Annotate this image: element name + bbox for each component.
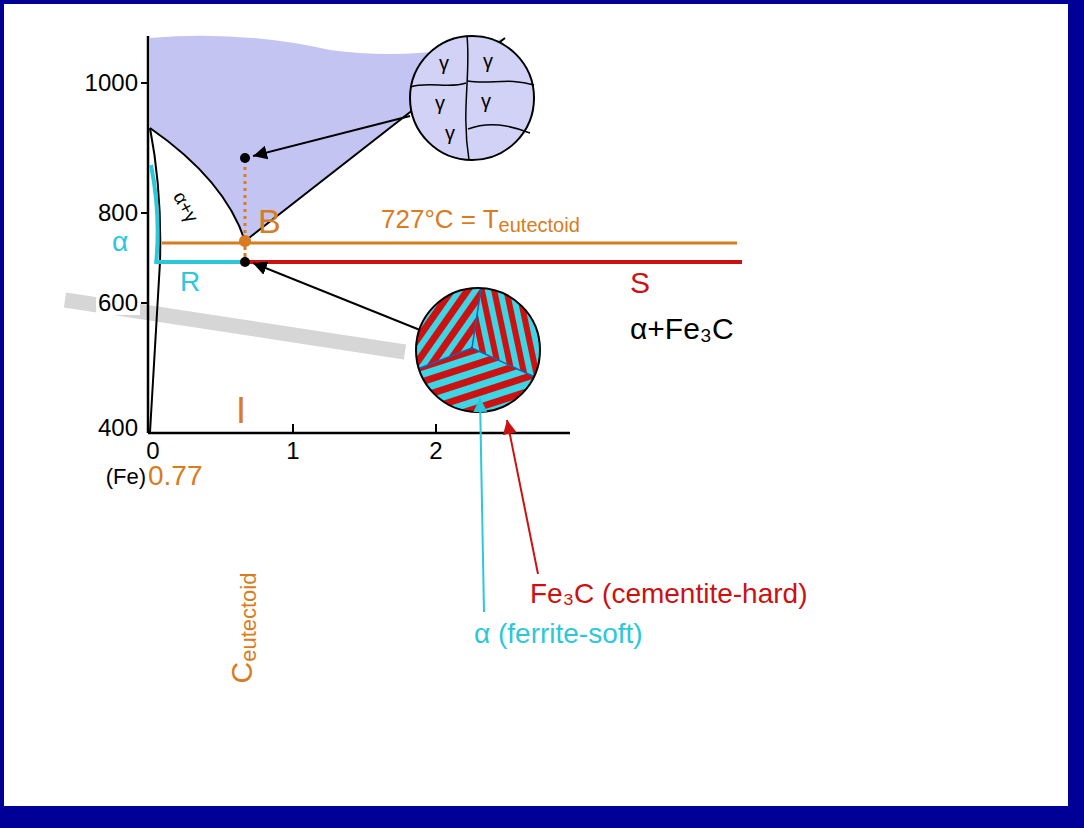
composition-marker: I	[236, 393, 246, 429]
cooling-path	[244, 246, 247, 258]
state-point	[240, 257, 250, 267]
label-group: 727°C = Teutectoid	[381, 206, 580, 235]
leader-arrow	[507, 420, 538, 574]
leader-arrow	[253, 263, 420, 330]
axis-quantity: C	[225, 662, 258, 684]
axis-tick-label: 0	[146, 439, 159, 463]
cooling-path	[244, 160, 247, 238]
y-tick	[141, 302, 148, 304]
composition-value: 0.77	[148, 462, 203, 490]
subscript: eutectoid	[237, 573, 262, 662]
element-label: (Fe)	[106, 466, 146, 488]
x-axis	[148, 432, 570, 435]
ferrite-phase-line	[151, 165, 158, 264]
grain-boundary	[410, 83, 466, 87]
slide-panel	[4, 4, 1068, 806]
phase-symbol: γ	[481, 91, 491, 111]
subscript: eutectoid	[499, 214, 580, 236]
state-point	[240, 153, 250, 163]
axis-tick-label: 600	[96, 291, 140, 315]
phase-field-label: α+Fe₃C	[630, 314, 734, 344]
temperature-label: 727°C = T	[381, 204, 499, 234]
grain-circle-fill	[410, 36, 534, 160]
phase-label: α	[112, 228, 128, 256]
callout-label: Fe₃C (cementite-hard)	[530, 580, 807, 608]
y-axis	[147, 36, 150, 433]
a3-boundary	[150, 128, 245, 241]
y-tick	[141, 212, 148, 214]
tie-line-cementite	[245, 260, 742, 264]
x-tick	[292, 424, 294, 433]
grain-boundary	[466, 36, 469, 160]
label-group: Ceutectoid	[227, 573, 260, 684]
phase-symbol: γ	[439, 53, 449, 73]
axis-tick-label: 1	[286, 439, 299, 463]
lever-arm-label: S	[630, 268, 650, 298]
callout-label: α (ferrite-soft)	[474, 620, 643, 648]
circle-outline	[409, 35, 535, 161]
ferrite-solvus	[150, 128, 160, 432]
axis-tick-label: 1000	[83, 71, 140, 95]
colony-boundary	[410, 282, 550, 384]
tie-line-ferrite	[157, 260, 245, 264]
micrograph-outline	[416, 288, 540, 412]
eutectoid-point	[239, 235, 251, 247]
y-tick	[141, 82, 148, 84]
grain-boundary	[468, 81, 534, 85]
phase-symbol: γ	[445, 123, 455, 143]
phase-symbol: γ	[435, 93, 445, 113]
leader-arrow	[253, 116, 410, 156]
axis-tick-label: 800	[96, 201, 140, 225]
phase-symbol: γ	[483, 51, 493, 71]
leader-arrow	[480, 398, 484, 612]
austenite-grain-circle: γγγγγ	[409, 35, 535, 161]
x-tick	[435, 424, 437, 433]
axis-tick-label: 400	[96, 416, 140, 440]
grain-boundary	[468, 125, 530, 133]
axis-tick-label: 2	[429, 439, 442, 463]
point-label: B	[258, 204, 281, 238]
lever-arm-label: R	[180, 268, 200, 296]
